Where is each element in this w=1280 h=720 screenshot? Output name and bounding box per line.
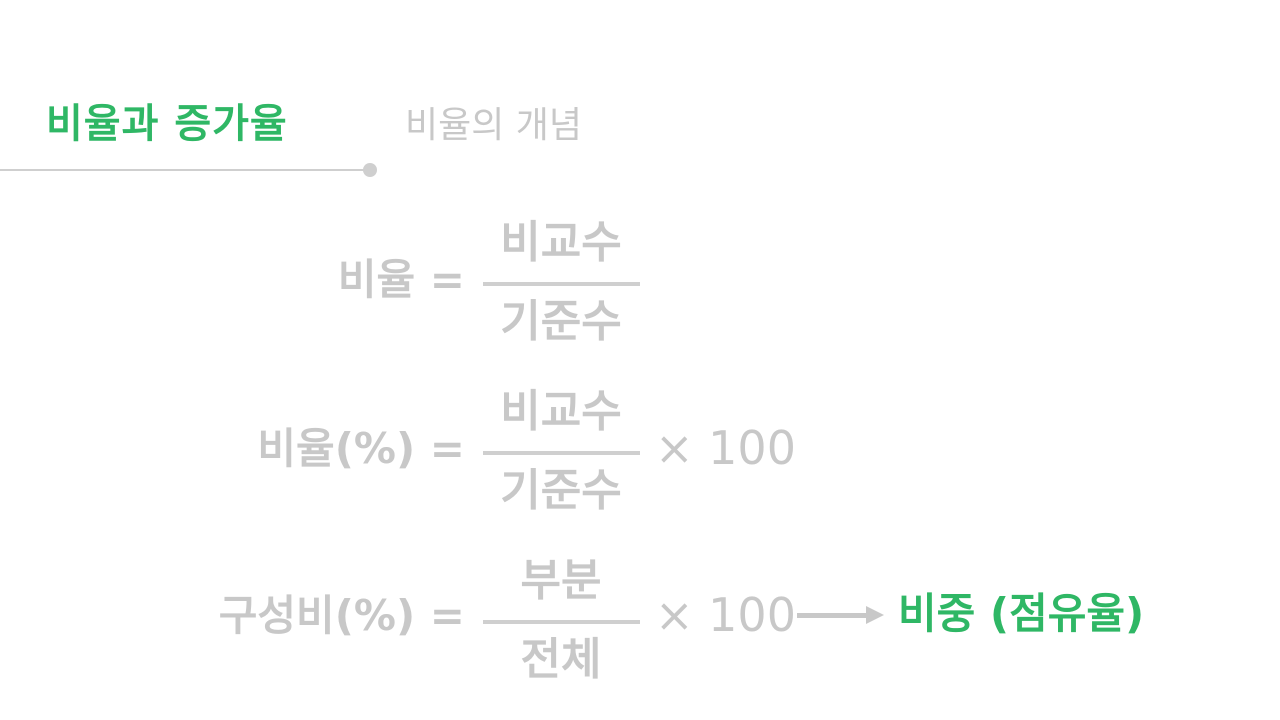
formula3-result: 비중 (점유율): [898, 588, 1144, 640]
section-subtitle: 비율의 개념: [405, 105, 583, 146]
formula2-numerator: 비교수: [500, 386, 622, 437]
formula1-numerator: 비교수: [500, 217, 622, 268]
arrow-right-line: [797, 613, 869, 618]
result-main: 비중: [898, 589, 976, 638]
formula3-denominator: 전체: [520, 634, 602, 685]
divider-dot: [363, 163, 377, 177]
formula1-lhs: 비율 =: [337, 255, 465, 304]
formula3-fraction-bar: [483, 620, 640, 624]
formula3-numerator: 부분: [520, 555, 602, 606]
divider-line: [0, 169, 368, 171]
formula2-lhs: 비율(%) =: [257, 424, 465, 473]
formula2-multiplier: × 100: [655, 421, 796, 475]
section-title: 비율과 증가율: [46, 101, 288, 147]
formula1-denominator: 기준수: [500, 296, 622, 347]
formula2-denominator: 기준수: [500, 465, 622, 516]
result-paren: (점유율): [989, 589, 1145, 638]
arrow-right-icon: [866, 606, 884, 624]
formula2-fraction-bar: [483, 451, 640, 455]
formula3-multiplier: × 100: [655, 588, 796, 642]
formula1-fraction-bar: [483, 282, 640, 286]
formula3-lhs: 구성비(%) =: [218, 591, 465, 640]
